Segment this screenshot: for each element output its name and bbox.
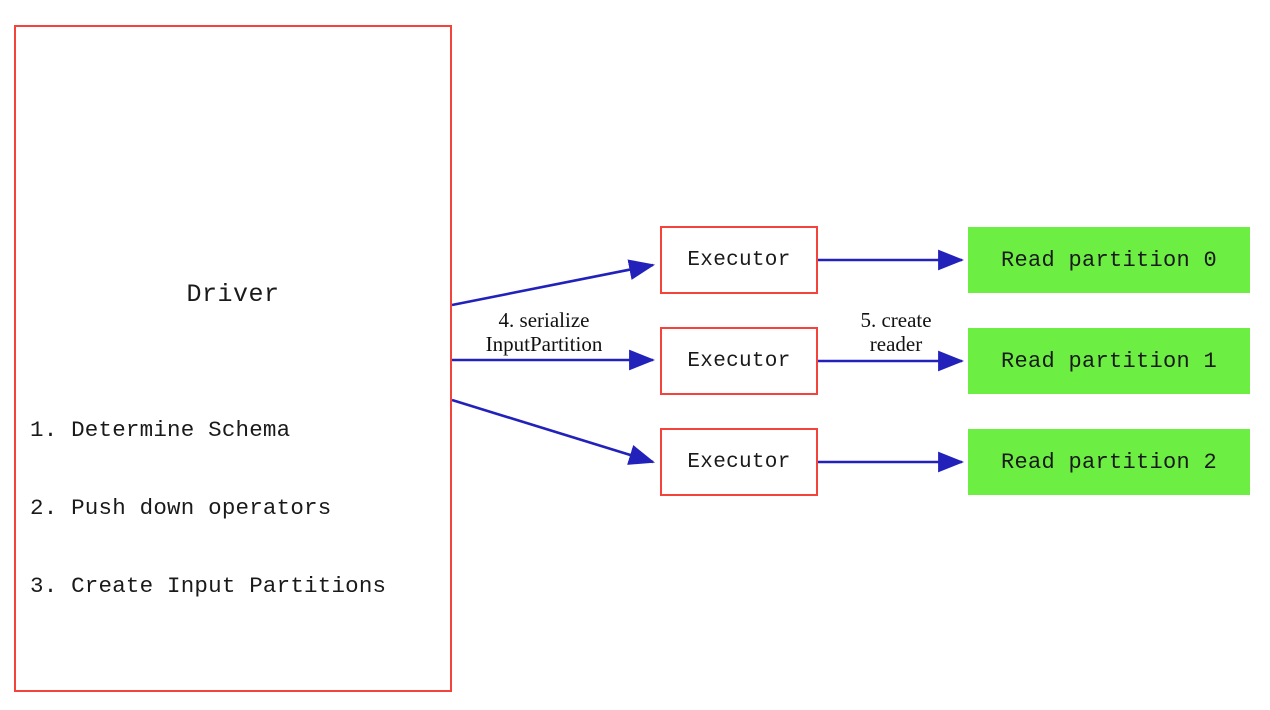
edge-label-serialize-input-partition: 4. serialize InputPartition: [449, 308, 639, 356]
edge-label-serialize-line-1: 4. serialize: [498, 308, 590, 332]
executor-label-2: Executor: [687, 349, 791, 373]
executor-box-1: Executor: [660, 226, 818, 294]
edge-label-create-line-2: reader: [869, 332, 923, 356]
edge-label-serialize-line-2: InputPartition: [485, 332, 603, 356]
arrow-driver-to-executor-1: [451, 259, 656, 307]
executor-label-3: Executor: [687, 450, 791, 474]
driver-step-1: 1. Determine Schema: [30, 417, 291, 443]
partition-box-1: Read partition 1: [968, 328, 1250, 394]
driver-step-3: 3. Create Input Partitions: [30, 573, 387, 599]
driver-steps-list: 1. Determine Schema 2. Push down operato…: [30, 365, 386, 651]
executor-box-2: Executor: [660, 327, 818, 395]
partition-box-0: Read partition 0: [968, 227, 1250, 293]
edge-label-create-reader: 5. create reader: [826, 308, 966, 356]
partition-label-1: Read partition 1: [1000, 348, 1218, 374]
driver-step-2: 2. Push down operators: [30, 495, 332, 521]
arrow-driver-to-executor-3: [451, 398, 655, 465]
edge-label-create-line-1: 5. create: [860, 308, 932, 332]
driver-box: Driver 1. Determine Schema 2. Push down …: [14, 25, 452, 692]
executor-box-3: Executor: [660, 428, 818, 496]
partition-label-2: Read partition 2: [1000, 449, 1218, 475]
executor-label-1: Executor: [687, 248, 791, 272]
driver-title: Driver: [186, 280, 280, 309]
partition-box-2: Read partition 2: [968, 429, 1250, 495]
partition-label-0: Read partition 0: [1000, 247, 1218, 273]
